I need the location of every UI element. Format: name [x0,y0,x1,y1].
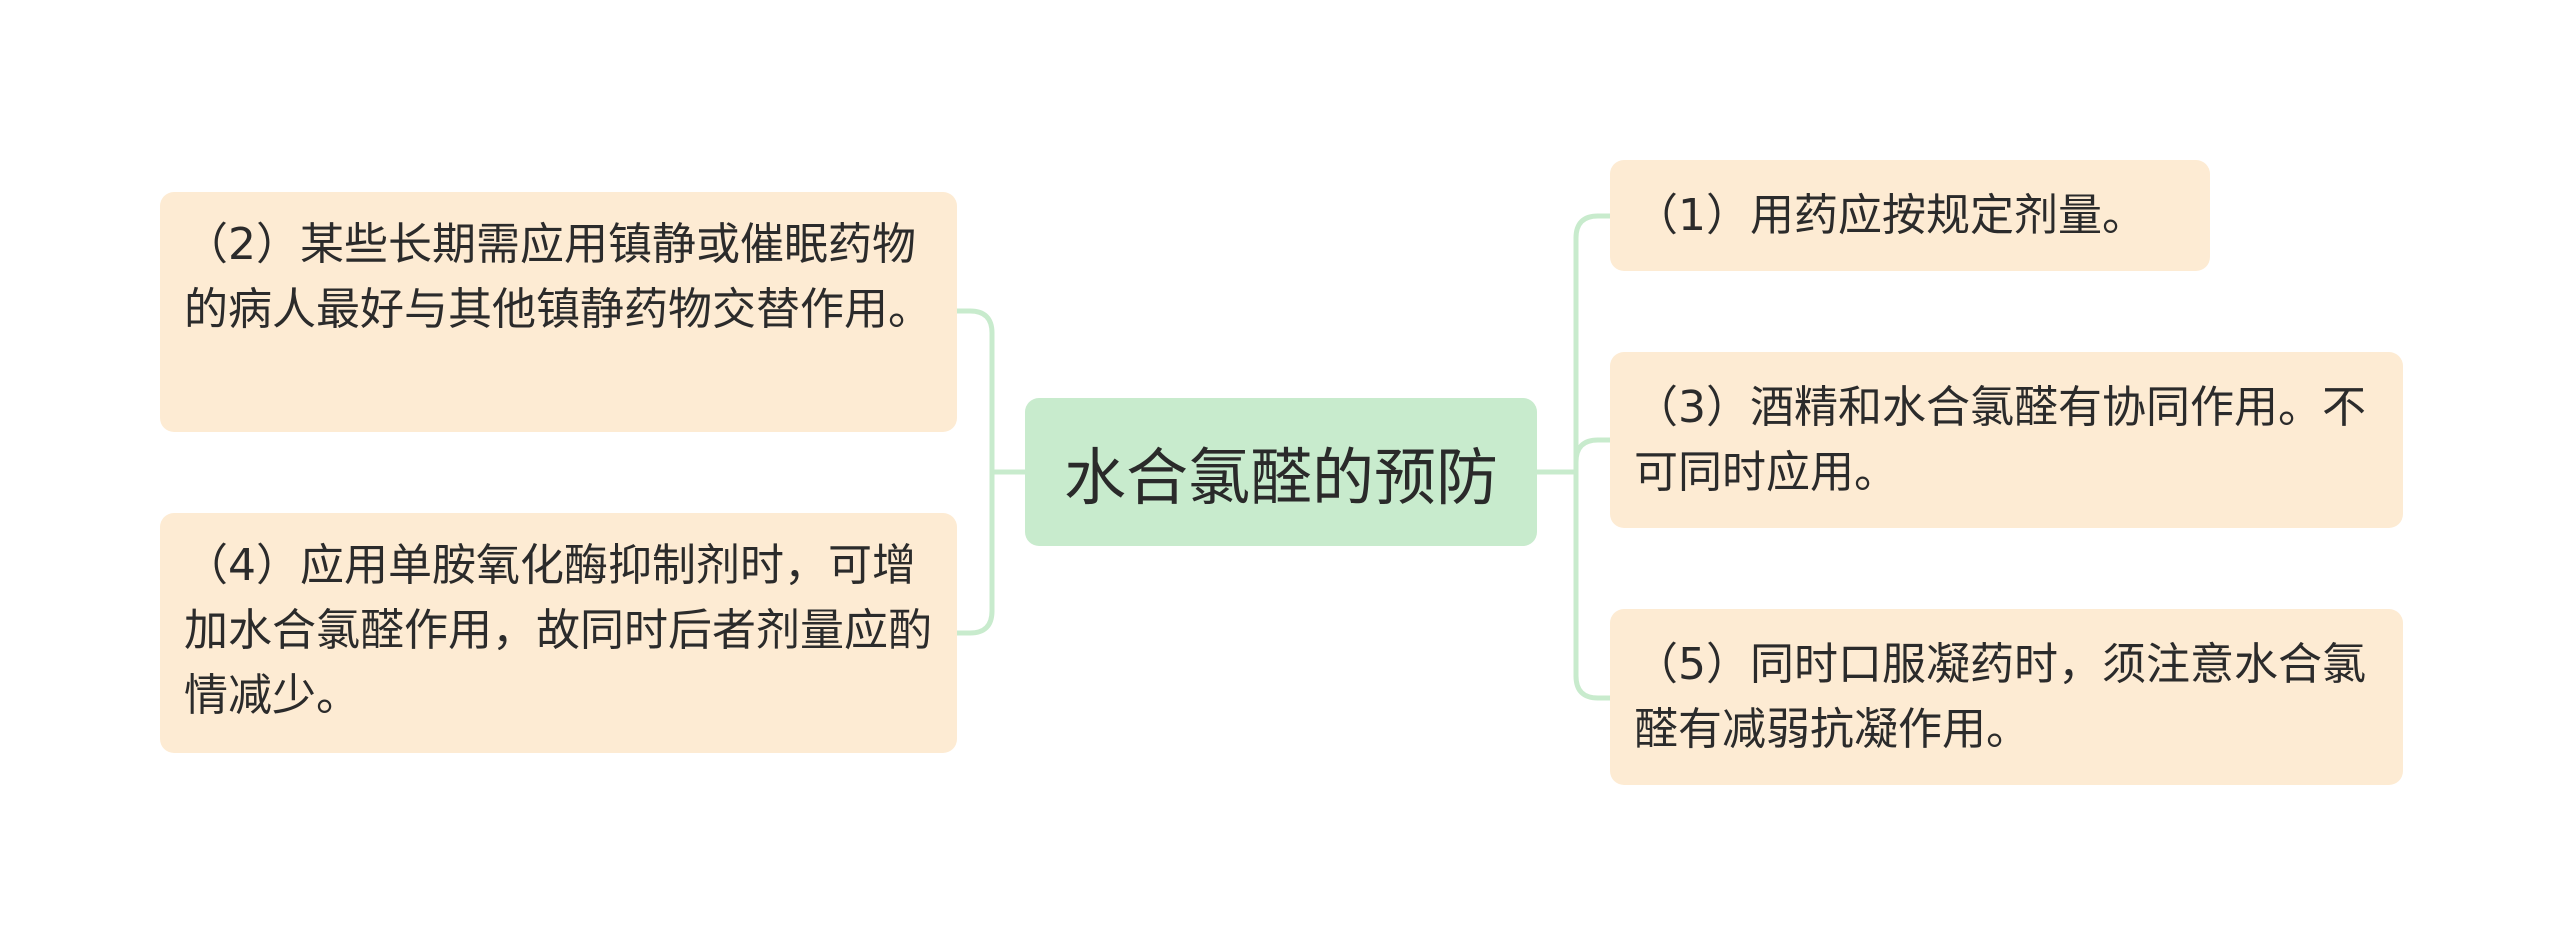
connector-left-trunk-lower [954,469,995,636]
central-topic[interactable]: 水合氯醛的预防 [1025,398,1537,546]
connector-right-trunk-bottom [1573,469,1613,701]
connector-right-trunk-top [1573,213,1613,475]
branch-node-3[interactable]: （3）酒精和水合氯醛有协同作用。不可同时应用。 [1610,352,2403,528]
branch-node-1-label: （1）用药应按规定剂量。 [1634,190,2146,241]
branch-node-2-label: （2）某些长期需应用镇静或催眠药物的病人最好与其他镇静药物交替作用。 [184,219,932,335]
branch-node-5-label: （5）同时口服凝药时，须注意水合氯醛有减弱抗凝作用。 [1634,639,2366,755]
branch-node-4[interactable]: （4）应用单胺氧化酶抑制剂时，可增加水合氯醛作用，故同时后者剂量应酌情减少。 [160,513,957,753]
branch-node-2[interactable]: （2）某些长期需应用镇静或催眠药物的病人最好与其他镇静药物交替作用。 [160,192,957,432]
branch-node-1[interactable]: （1）用药应按规定剂量。 [1610,160,2210,271]
branch-node-4-label: （4）应用单胺氧化酶抑制剂时，可增加水合氯醛作用，故同时后者剂量应酌情减少。 [184,540,932,721]
connector-left-trunk-upper [954,308,995,475]
branch-node-3-label: （3）酒精和水合氯醛有协同作用。不可同时应用。 [1634,382,2366,498]
connector-right-middle [1573,437,1613,475]
branch-node-5[interactable]: （5）同时口服凝药时，须注意水合氯醛有减弱抗凝作用。 [1610,609,2403,785]
central-topic-label: 水合氯醛的预防 [1063,441,1498,514]
